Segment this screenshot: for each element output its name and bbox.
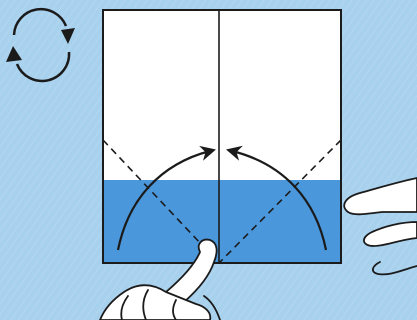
paper-colored-area	[103, 180, 341, 263]
paper-white-area	[103, 10, 341, 180]
